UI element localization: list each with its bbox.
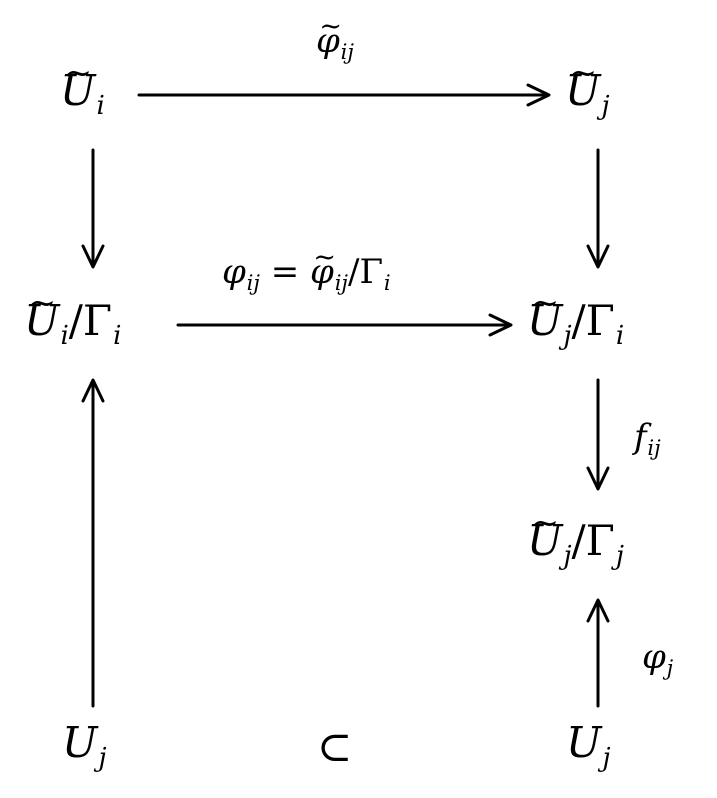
node-uj-bottom-right-sub: j bbox=[602, 743, 611, 774]
node-uj-tilde: U~j bbox=[565, 56, 610, 122]
label-f-ij: fij bbox=[634, 420, 661, 458]
label-phi-tilde-ij-accent: ~ bbox=[319, 10, 343, 42]
node-ui-tilde: U~i bbox=[60, 56, 105, 122]
node-uj-mod-gi-slash: / bbox=[571, 296, 586, 345]
label-phi-tilde-ij-sub: ij bbox=[340, 39, 354, 65]
node-ui-mod-gi-accent: ~ bbox=[28, 282, 57, 322]
label-phi-j-sub: j bbox=[666, 655, 674, 681]
node-ui-mod-gi: U~i/Γi bbox=[24, 286, 122, 352]
node-uj-bottom-left-sub: j bbox=[98, 743, 107, 774]
node-uj-bottom-left: Uj bbox=[62, 722, 107, 774]
label-phi-tilde-ij: φ~ij bbox=[316, 12, 354, 65]
node-ui-mod-gi-base: U bbox=[24, 296, 60, 345]
node-uj-mod-gi-group: Γ bbox=[585, 296, 615, 345]
label-phi-ij-rhs: φ bbox=[310, 252, 334, 292]
label-phi-ij-slash: / bbox=[347, 252, 360, 292]
label-phi-ij-lhs-sub: ij bbox=[246, 270, 260, 296]
label-phi-j: φj bbox=[642, 640, 673, 678]
node-uj-mod-gi: U~j/Γi bbox=[527, 286, 625, 352]
node-ui-tilde-base: U bbox=[60, 66, 96, 115]
arrow-phi-ij bbox=[176, 313, 513, 337]
node-uj-mod-gj-group-sub: j bbox=[615, 541, 624, 572]
node-ui-mod-gi-group-sub: i bbox=[113, 321, 122, 352]
node-ui-mod-gi-slash: / bbox=[68, 296, 83, 345]
label-f-ij-sub: ij bbox=[647, 435, 661, 461]
label-phi-ij-eq: φij = φ~ij/Γi bbox=[222, 243, 391, 296]
node-uj-mod-gj: U~j/Γj bbox=[527, 506, 624, 572]
label-phi-ij-equals: = bbox=[270, 252, 300, 292]
node-ui-tilde-accent: ~ bbox=[64, 52, 93, 92]
arrow-phi-j bbox=[586, 598, 610, 708]
node-ui-mod-gi-sub: i bbox=[60, 321, 69, 352]
node-uj-bottom-left-base: U bbox=[62, 718, 98, 767]
node-uj-mod-gi-sub: j bbox=[563, 321, 572, 352]
node-uj-bottom-right-base: U bbox=[566, 718, 602, 767]
node-uj-mod-gj-slash: / bbox=[571, 516, 586, 565]
label-phi-j-symbol: φ bbox=[642, 637, 666, 677]
subset-symbol: ⊂ bbox=[317, 722, 353, 771]
node-uj-mod-gj-base: U bbox=[527, 516, 563, 565]
node-uj-mod-gj-group: Γ bbox=[585, 516, 615, 565]
node-uj-mod-gi-group-sub: i bbox=[615, 321, 625, 352]
node-uj-tilde-sub: j bbox=[601, 91, 610, 122]
label-phi-ij-group-sub: i bbox=[383, 270, 391, 296]
node-uj-tilde-accent: ~ bbox=[569, 52, 598, 92]
node-uj-mod-gi-base: U bbox=[527, 296, 563, 345]
label-phi-ij-rhs-accent: ~ bbox=[313, 241, 337, 273]
label-f-ij-symbol: f bbox=[634, 417, 647, 457]
label-phi-ij-group: Γ bbox=[359, 252, 384, 292]
arrow-quotient-i bbox=[81, 148, 105, 269]
node-uj-mod-gi-accent: ~ bbox=[531, 282, 560, 322]
label-phi-ij-rhs-sub: ij bbox=[334, 270, 348, 296]
node-uj-mod-gj-accent: ~ bbox=[531, 502, 560, 542]
arrow-phi-tilde-ij bbox=[137, 83, 551, 107]
node-ui-mod-gi-group: Γ bbox=[82, 296, 113, 345]
arrow-quotient-j bbox=[586, 148, 610, 269]
arrow-left-up bbox=[81, 378, 105, 708]
node-ui-tilde-sub: i bbox=[96, 91, 105, 122]
node-uj-tilde-base: U bbox=[565, 66, 601, 115]
node-uj-mod-gj-sub: j bbox=[563, 541, 572, 572]
arrow-f-ij bbox=[586, 378, 610, 491]
label-phi-tilde-ij-symbol: φ bbox=[316, 21, 340, 61]
node-uj-bottom-right: Uj bbox=[566, 722, 611, 774]
label-phi-ij-lhs: φ bbox=[222, 252, 246, 292]
